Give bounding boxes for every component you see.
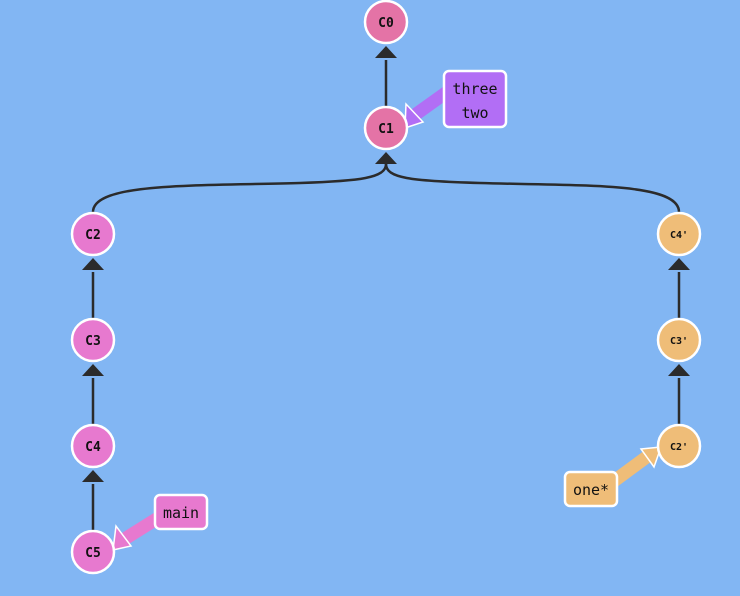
commit-c4-prime[interactable]: C4' [656,211,702,257]
branch-name-two: two [461,104,488,122]
commit-c2-prime-node [656,423,702,469]
branch-label-main[interactable]: main [153,493,209,531]
commit-c2-prime-label: C2' [670,442,688,453]
branch-label-one-box [563,470,619,508]
branch-label-main-box [153,493,209,531]
commit-c3-prime-label: C3' [670,336,688,347]
commit-c5-node [70,529,116,575]
commit-c4-prime-node [656,211,702,257]
branch-name-main: main [163,504,199,522]
pointer-three-two-head [404,102,425,130]
commit-c2-label: C2 [85,228,101,243]
commit-c2-node [70,211,116,257]
commit-c1-node [363,105,409,151]
commit-c2-prime[interactable]: C2' [656,423,702,469]
commit-c3[interactable]: C3 [70,317,116,363]
commit-c2[interactable]: C2 [70,211,116,257]
pointer-three-two [408,86,451,123]
commit-c3-node [70,317,116,363]
arrowhead-c3p [668,364,690,376]
commit-c3-label: C3 [85,334,101,349]
commit-c0[interactable]: C0 [363,0,409,45]
edge-c4p-c1 [384,163,681,213]
commit-c5[interactable]: C5 [70,529,116,575]
arrowhead-c3 [82,364,104,376]
commit-c4-label: C4 [85,440,101,455]
branch-label-one[interactable]: one* [563,470,619,508]
commit-c4-node [70,423,116,469]
arrowhead-c2 [82,258,104,270]
arrowhead-c4p [668,258,690,270]
arrowhead-c4 [82,470,104,482]
arrowhead-c1 [375,152,397,164]
edge-c2-c1 [91,163,388,213]
pointer-main [119,512,162,546]
branch-name-three: three [452,80,497,98]
commit-c3-prime[interactable]: C3' [656,317,702,363]
commit-c1[interactable]: C1 [363,105,409,151]
commit-c1-label: C1 [378,122,394,137]
branch-label-three-two[interactable]: three two [442,69,508,129]
commit-c0-label: C0 [378,16,394,31]
branch-name-one: one* [573,481,609,499]
commit-c4[interactable]: C4 [70,423,116,469]
commit-c4-prime-label: C4' [670,230,688,241]
pointer-one-head [639,446,663,469]
commit-c3-prime-node [656,317,702,363]
branch-label-three-two-box [442,69,508,129]
pointer-main-head [112,524,133,551]
edges [82,46,690,530]
commit-c0-node [363,0,409,45]
commit-c5-label: C5 [85,546,101,561]
arrowhead-c0 [375,46,397,58]
